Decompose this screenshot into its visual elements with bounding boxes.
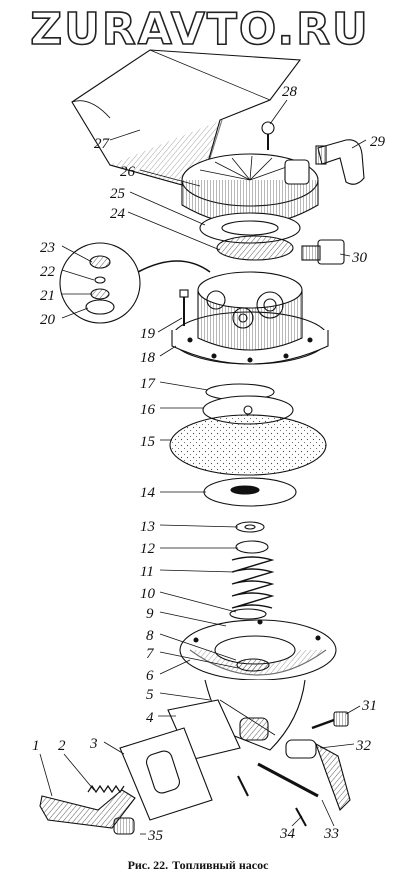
label-3: 3 [89, 736, 98, 752]
label-23: 23 [40, 240, 55, 256]
label-11: 11 [140, 564, 154, 580]
label-26: 26 [120, 164, 136, 180]
label-22: 22 [40, 264, 56, 280]
label-18: 18 [140, 350, 156, 366]
part-33-axle [257, 762, 319, 798]
label-10: 10 [140, 586, 156, 602]
label-4: 4 [146, 710, 154, 726]
part-13-washer [235, 521, 265, 533]
label-27: 27 [94, 136, 111, 152]
label-24: 24 [110, 206, 126, 222]
part-7-8-rocker-parts [236, 658, 270, 672]
label-15: 15 [140, 434, 156, 450]
part-6-lower-body [179, 619, 337, 681]
part-10-seal [229, 608, 267, 620]
part-11-spring [231, 556, 275, 609]
label-14: 14 [140, 485, 156, 501]
figure-caption: Рис. 22.Топливный насос [0, 858, 400, 873]
watermark-logo: ZURAVTO.RU [29, 3, 370, 56]
label-1: 1 [32, 738, 40, 754]
label-34: 34 [279, 826, 296, 842]
label-33: 33 [323, 826, 339, 842]
caption-text: Топливный насос [172, 858, 269, 872]
part-15-diaphragm [169, 414, 327, 476]
label-9: 9 [146, 606, 154, 622]
part-28-screw [261, 121, 275, 150]
part-24-valve [216, 235, 294, 261]
label-35: 35 [147, 828, 164, 844]
part-29-elbow-fitting [315, 139, 365, 185]
part-32-hand-lever [285, 739, 351, 811]
label-29: 29 [370, 134, 386, 150]
part-26-pump-cover [181, 153, 319, 226]
label-6: 6 [146, 668, 154, 684]
part-30-fitting [301, 239, 345, 265]
label-17: 17 [140, 376, 157, 392]
caption-prefix: Рис. 22. [127, 858, 169, 872]
label-28: 28 [282, 84, 298, 100]
label-20: 20 [40, 312, 56, 328]
part-20-23-valve-assembly [59, 242, 211, 324]
label-32: 32 [355, 738, 372, 754]
label-30: 30 [351, 250, 368, 266]
label-21: 21 [40, 288, 55, 304]
label-31: 31 [361, 698, 377, 714]
label-19: 19 [140, 326, 156, 342]
label-12: 12 [140, 541, 156, 557]
part-3-spacer [119, 727, 213, 821]
label-5: 5 [146, 687, 154, 703]
part-1-lever [39, 789, 136, 829]
part-35-bushing [113, 817, 135, 835]
label-13: 13 [140, 519, 155, 535]
part-18-upper-body [171, 271, 329, 365]
label-8: 8 [146, 628, 154, 644]
part-31-bolt [311, 711, 349, 730]
part-14-diaphragm-plate [203, 477, 297, 507]
label-16: 16 [140, 402, 156, 418]
part-19-screw [179, 289, 189, 326]
leader-lines [39, 99, 367, 835]
part-12-spring-cup [235, 540, 269, 554]
label-2: 2 [58, 738, 66, 754]
part-2-spring [87, 784, 125, 794]
label-25: 25 [110, 186, 126, 202]
label-7: 7 [146, 646, 155, 662]
